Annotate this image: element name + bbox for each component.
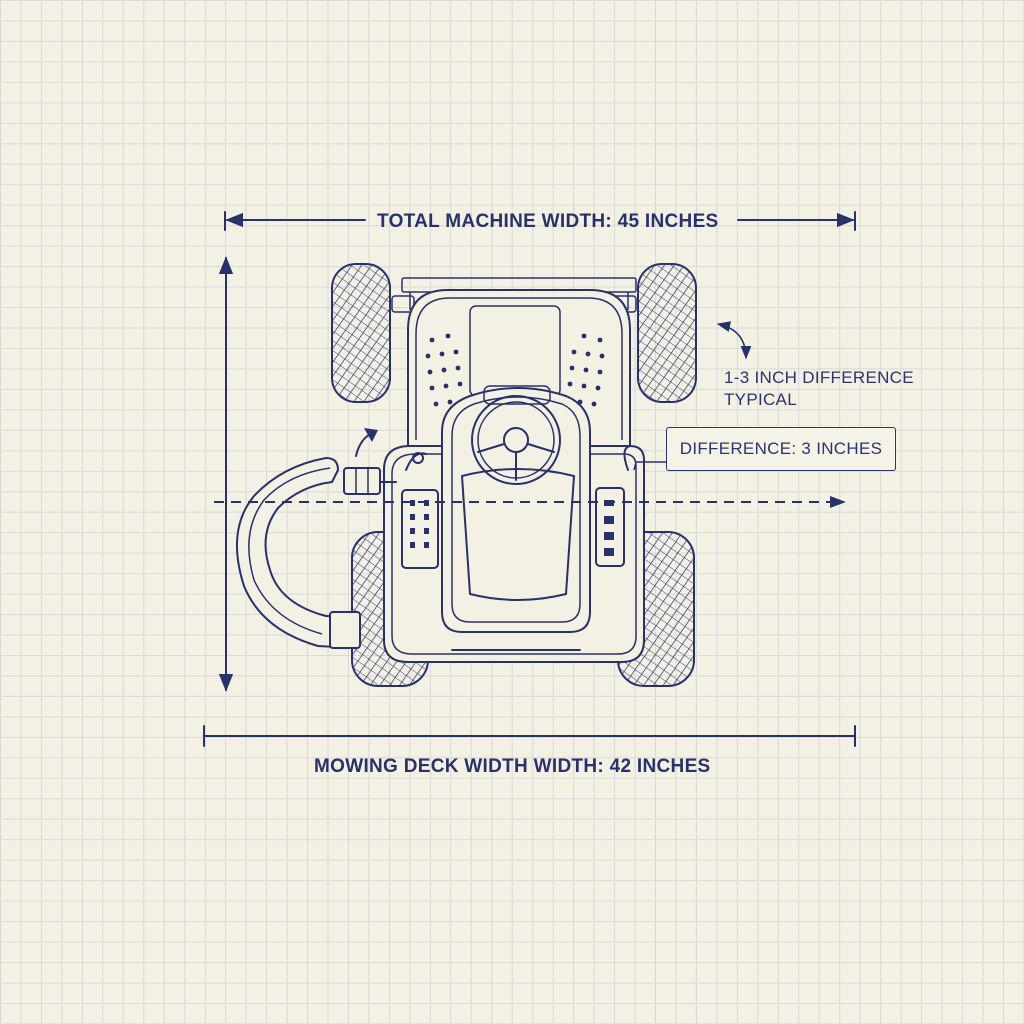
control-levers (405, 445, 631, 471)
deck-width-label: MOWING DECK WIDTH WIDTH: 42 INCHES (314, 756, 711, 777)
typical-difference-note: 1-3 INCH DIFFERENCE TYPICAL (724, 367, 914, 411)
right-control-panel (595, 487, 625, 567)
difference-leader (633, 461, 666, 471)
total-width-label: TOTAL MACHINE WIDTH: 45 INCHES (377, 211, 719, 232)
typical-note-line1: 1-3 INCH DIFFERENCE (724, 368, 914, 387)
discharge-chute (235, 457, 397, 649)
centerline-dashed (214, 496, 846, 508)
curved-arrow-icon (355, 428, 378, 457)
rear-right-tire (637, 263, 697, 403)
deck-width-dimension (203, 725, 856, 747)
steering-wheel (471, 395, 561, 485)
left-control-panel (401, 489, 439, 569)
seat (441, 385, 591, 633)
difference-callout-box: DIFFERENCE: 3 INCHES (666, 427, 896, 471)
typical-note-line2: TYPICAL (724, 390, 797, 409)
total-width-dimension (224, 211, 856, 231)
rear-left-tire (331, 263, 391, 403)
difference-curved-arrow-icon (716, 321, 752, 360)
